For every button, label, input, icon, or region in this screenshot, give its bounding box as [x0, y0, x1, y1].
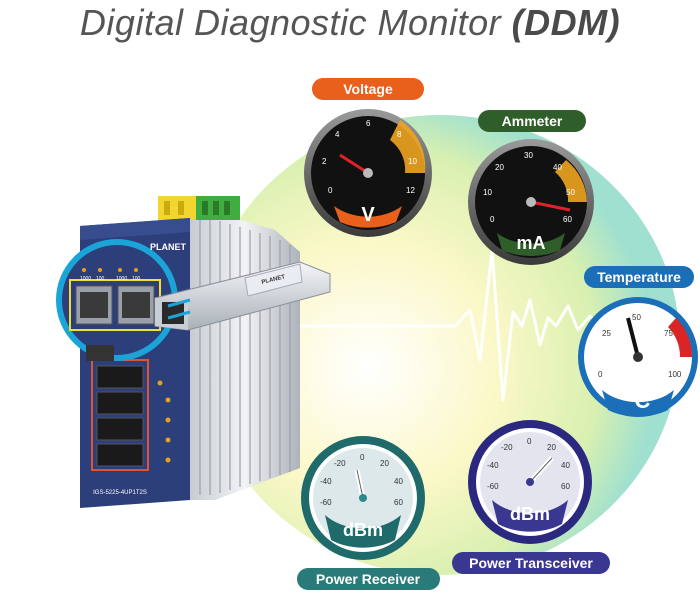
signal-wave-icon [300, 248, 640, 402]
svg-text:0: 0 [527, 437, 532, 446]
svg-text:100: 100 [96, 276, 105, 282]
svg-text:0: 0 [360, 453, 365, 462]
svg-text:-20: -20 [334, 459, 346, 468]
svg-text:0: 0 [490, 215, 495, 224]
svg-text:60: 60 [394, 498, 403, 507]
temperature-label-badge [584, 266, 694, 288]
svg-text:40: 40 [394, 477, 403, 486]
svg-text:60: 60 [563, 215, 572, 224]
power-transceiver-label-badge [452, 552, 610, 574]
svg-text:40: 40 [553, 163, 562, 172]
voltage-unit: V [361, 204, 375, 226]
voltage-label-badge [312, 78, 424, 100]
svg-text:12: 12 [406, 186, 415, 195]
svg-text:40: 40 [561, 461, 570, 470]
power-transceiver-unit: dBm [510, 504, 550, 524]
switch-model-label: IGS-5225-4UP1T2S [93, 490, 147, 496]
svg-text:-20: -20 [501, 443, 513, 452]
svg-text:8: 8 [397, 130, 402, 139]
temperature-label: Temperature [597, 269, 681, 285]
svg-text:50: 50 [566, 188, 575, 197]
voltage-gauge: Voltage 0 2 4 6 8 10 12 V [304, 78, 432, 237]
power-receiver-label: Power Receiver [316, 571, 421, 587]
svg-text:20: 20 [495, 163, 504, 172]
svg-text:PLANET: PLANET [261, 274, 286, 286]
svg-text:100: 100 [668, 370, 682, 379]
ammeter-gauge: Ammeter 0 10 20 30 40 50 60 mA [468, 110, 594, 265]
svg-text:-60: -60 [320, 498, 332, 507]
svg-text:-40: -40 [487, 461, 499, 470]
svg-text:6: 6 [366, 119, 371, 128]
svg-text:1000: 1000 [80, 276, 91, 282]
svg-text:25: 25 [602, 329, 611, 338]
svg-text:100: 100 [132, 276, 141, 282]
svg-text:1000: 1000 [116, 276, 127, 282]
svg-text:75: 75 [664, 329, 673, 338]
svg-text:10: 10 [408, 157, 417, 166]
svg-text:4: 4 [335, 130, 340, 139]
sfp-transceiver-module: PLANET [154, 261, 331, 331]
svg-text:-40: -40 [320, 477, 332, 486]
temperature-unit: °C [626, 388, 651, 413]
ammeter-label-badge [478, 110, 586, 132]
voltage-label: Voltage [343, 81, 393, 97]
svg-text:10: 10 [483, 188, 492, 197]
power-transceiver-label: Power Transceiver [469, 555, 593, 571]
svg-text:2: 2 [322, 157, 327, 166]
ammeter-label: Ammeter [502, 113, 563, 129]
svg-text:30: 30 [524, 151, 533, 160]
svg-text:60: 60 [561, 482, 570, 491]
svg-text:-60: -60 [487, 482, 499, 491]
ammeter-unit: mA [516, 233, 545, 253]
svg-text:50: 50 [632, 313, 641, 322]
brand-logo: PLANET [150, 242, 187, 252]
temperature-gauge: Temperature 0 25 50 75 100 °C [578, 266, 698, 417]
page-title: Digital Diagnostic Monitor (DDM) [79, 2, 621, 43]
power-transceiver-gauge: -60 -40-20 0 20 40 60 dBm Power Transceiver [452, 420, 610, 574]
power-receiver-unit: dBm [343, 520, 383, 540]
svg-text:0: 0 [598, 370, 603, 379]
svg-text:20: 20 [380, 459, 389, 468]
power-receiver-label-badge [297, 568, 440, 590]
sfp-port-zoom: PLANET 1000 100 1000 100 [56, 239, 187, 361]
svg-text:0: 0 [328, 186, 333, 195]
svg-text:20: 20 [547, 443, 556, 452]
power-receiver-gauge: -60 -40-20 0 20 40 60 dBm Power Receiver [297, 436, 440, 590]
